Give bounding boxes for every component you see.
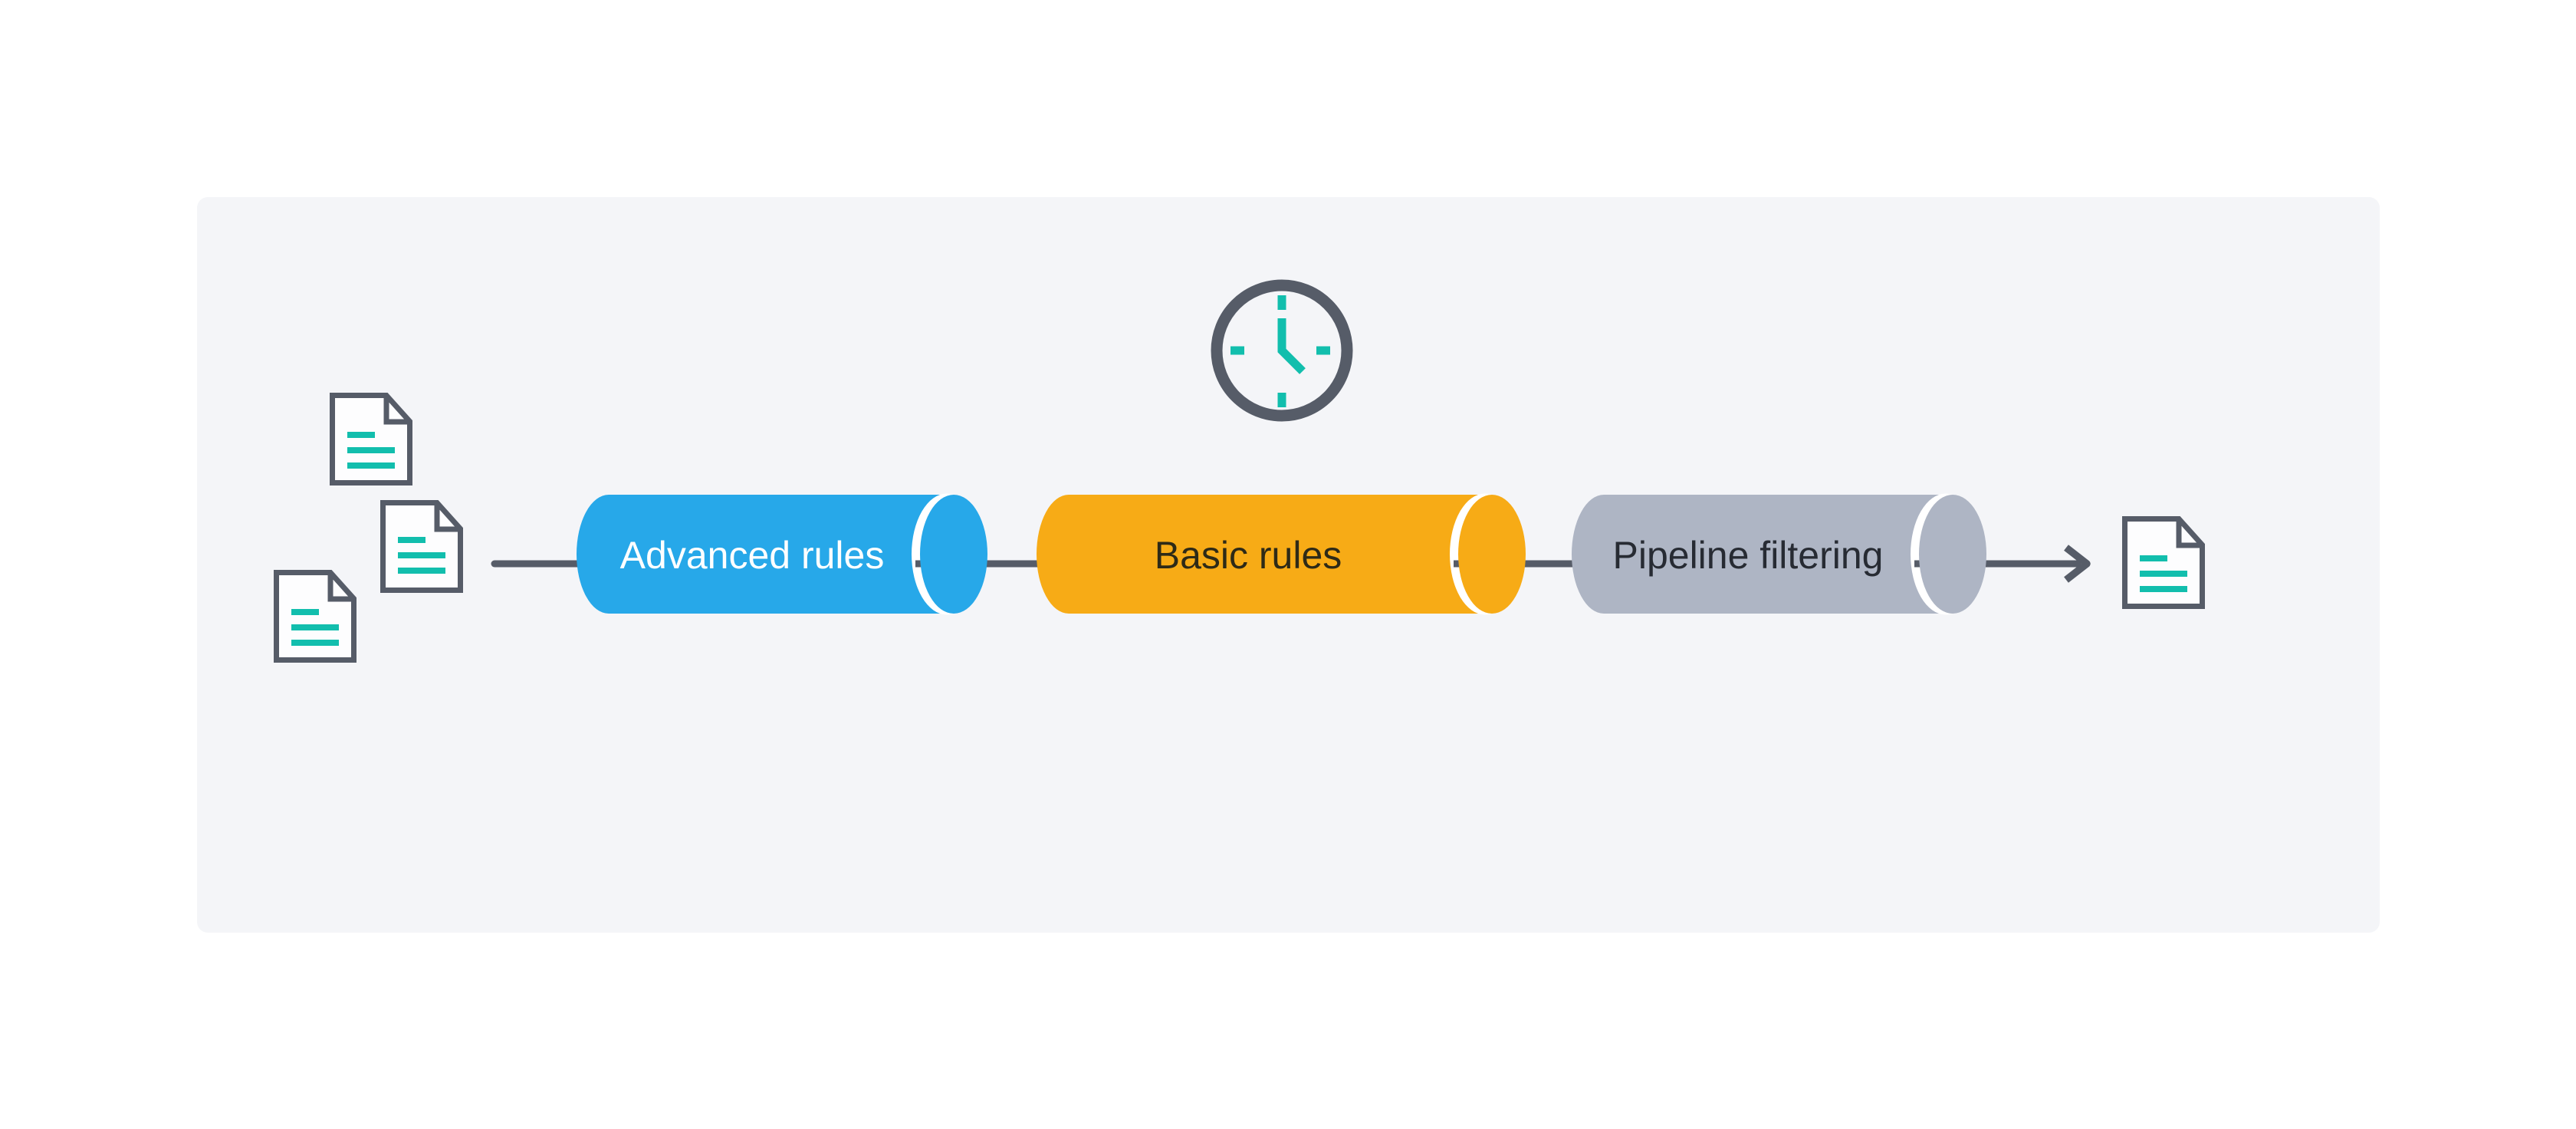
input-document-icon-3 [274,570,356,663]
stage-advanced-rules: Advanced rules [577,493,1073,615]
clock-tick-6 [1277,393,1286,407]
stage-label: Basic rules [1155,534,1342,577]
stage-label: Pipeline filtering [1613,534,1884,577]
document-text-line [398,537,426,543]
document-text-line [347,462,395,469]
document-fold [2176,518,2203,548]
input-document-icon-1 [330,393,412,486]
document-page [380,500,463,593]
document-fold [434,502,461,532]
document-text-line [2140,571,2187,577]
document-text-line [398,568,445,574]
cylinder-cap [1919,495,1986,614]
stage-label: Advanced rules [620,534,885,577]
document-text-line [2140,586,2187,592]
clock-ring [1211,279,1353,422]
document-text-line [291,609,319,615]
clock-icon [1211,279,1353,422]
document-text-line [2140,555,2167,561]
cylinder-body [577,495,946,614]
cylinder-cap [920,495,987,614]
clock-tick-3 [1316,346,1330,355]
document-page [2122,516,2205,609]
document-page [330,393,412,486]
document-text-line [291,624,339,630]
clock-hands [1277,318,1306,374]
document-text-line [398,552,445,558]
cylinder-body [1037,495,1484,614]
output-document-icon [2122,516,2205,609]
document-text-line [347,432,375,438]
input-document-icon-2 [380,500,463,593]
document-page [274,570,356,663]
document-text-line [347,447,395,453]
clock-tick-9 [1230,346,1244,355]
right-arrow-icon [2064,545,2091,583]
clock-tick-12 [1277,295,1286,310]
document-fold [383,395,410,425]
stage-basic-rules: Basic rules [1037,493,1610,615]
cylinder-cap [1458,495,1526,614]
cylinder-body [1572,495,1945,614]
document-fold [327,572,354,602]
stage-pipeline-filtering: Pipeline filtering [1572,493,2091,615]
document-text-line [291,640,339,646]
